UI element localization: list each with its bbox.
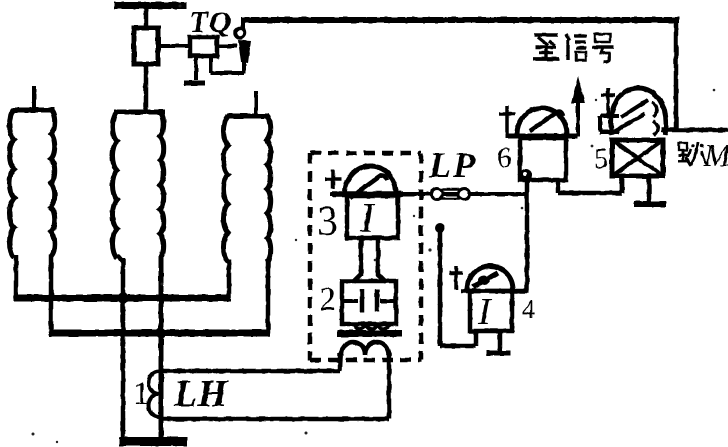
svg-text:2: 2	[319, 281, 336, 318]
svg-text:6: 6	[497, 142, 512, 174]
svg-text:1: 1	[133, 376, 150, 412]
svg-text:TQ: TQ	[189, 4, 232, 39]
svg-text:LP: LP	[428, 145, 477, 185]
svg-text:M: M	[703, 137, 728, 173]
svg-text:I: I	[477, 291, 493, 333]
svg-text:3: 3	[317, 199, 338, 245]
svg-text:LH: LH	[173, 373, 229, 415]
svg-text:I: I	[359, 196, 376, 242]
svg-text:4: 4	[522, 295, 535, 324]
svg-text:5: 5	[594, 143, 609, 175]
